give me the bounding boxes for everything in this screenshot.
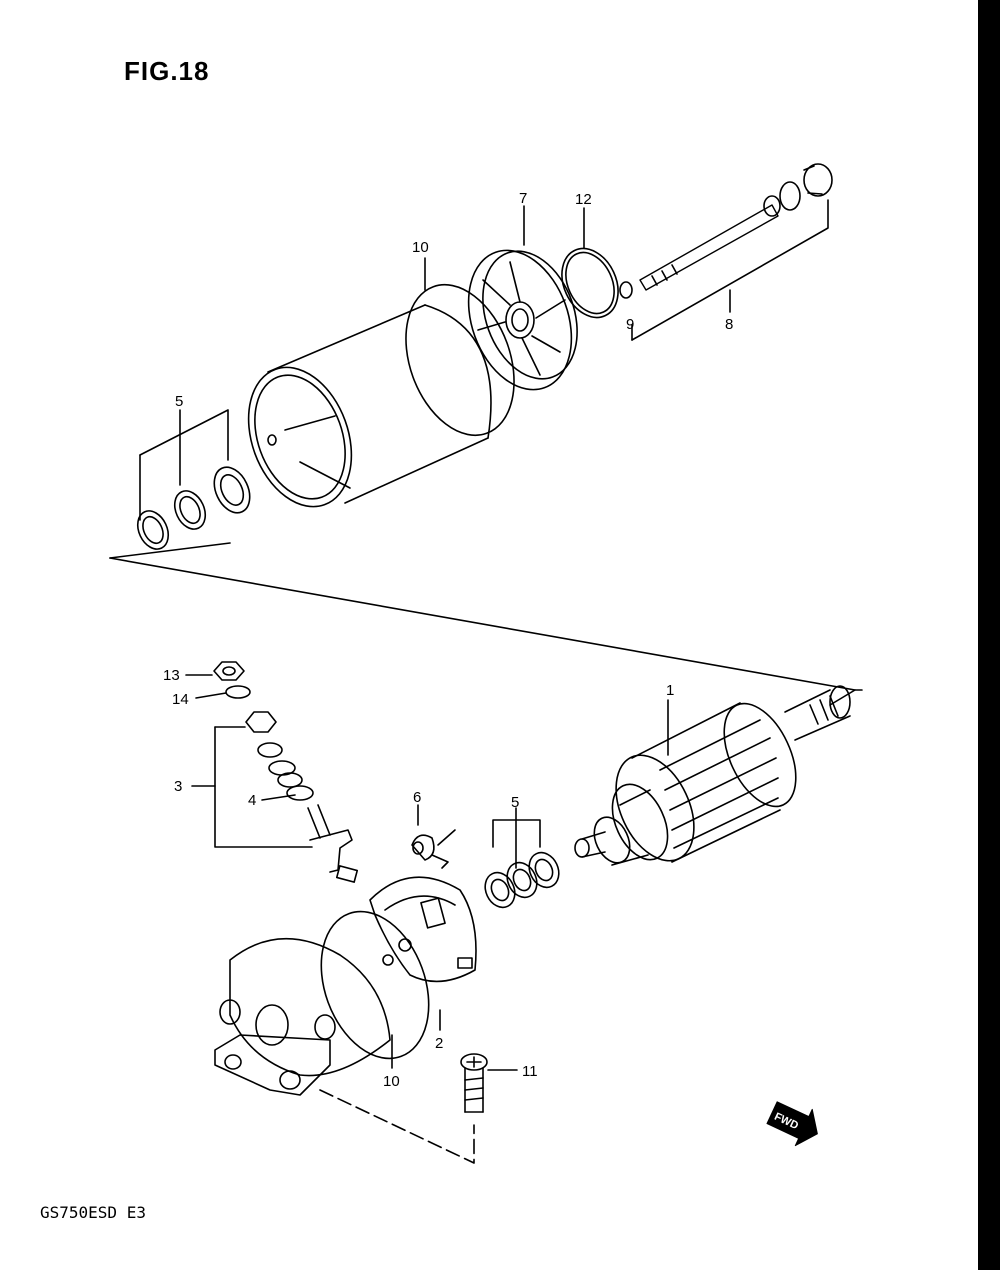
scan-edge-bar: [978, 0, 1000, 1270]
rear-cover-7: [467, 249, 578, 391]
callout-13: 13: [163, 667, 180, 684]
nut-13: [213, 661, 245, 681]
part-callouts: 1 2 3 4 5 5 6 7 8 9 10 10 11 12 13 14: [163, 190, 733, 1090]
callout-14: 14: [172, 691, 189, 708]
callout-7: 7: [519, 190, 527, 207]
gasket-10-top: [405, 283, 515, 437]
callout-10-top: 10: [412, 239, 429, 256]
callout-2: 2: [435, 1035, 443, 1052]
figure-title: FIG.18: [124, 56, 210, 86]
through-bolt: [639, 163, 833, 291]
shims-5-top: [136, 466, 251, 550]
brush-plate-2: [369, 876, 477, 983]
screw-11: [460, 1053, 488, 1113]
callout-9: 9: [626, 316, 634, 333]
callout-11: 11: [522, 1063, 538, 1080]
callout-8: 8: [725, 316, 733, 333]
callout-3: 3: [174, 778, 182, 795]
callout-10-bottom: 10: [383, 1073, 400, 1090]
callout-1: 1: [666, 682, 674, 699]
yoke-housing: [247, 304, 492, 508]
shims-5-bottom: [484, 851, 560, 909]
washer-9: [619, 281, 633, 299]
callout-5-top: 5: [175, 393, 183, 410]
terminal-kit-3: [245, 711, 359, 883]
fwd-arrow-icon: FWD: [766, 1101, 818, 1147]
front-end-cover: [214, 937, 391, 1096]
o-ring-12: [561, 247, 619, 319]
callout-6: 6: [413, 789, 421, 806]
armature-1: [574, 685, 851, 866]
callout-4: 4: [248, 792, 256, 809]
washer-14: [225, 685, 251, 699]
callout-12: 12: [575, 191, 592, 208]
model-code: GS750ESD E3: [40, 1203, 146, 1222]
leader-lines: [109, 199, 863, 1164]
spring-6: [411, 834, 449, 869]
callout-5-bottom: 5: [511, 794, 519, 811]
gasket-10-bottom: [320, 910, 430, 1060]
